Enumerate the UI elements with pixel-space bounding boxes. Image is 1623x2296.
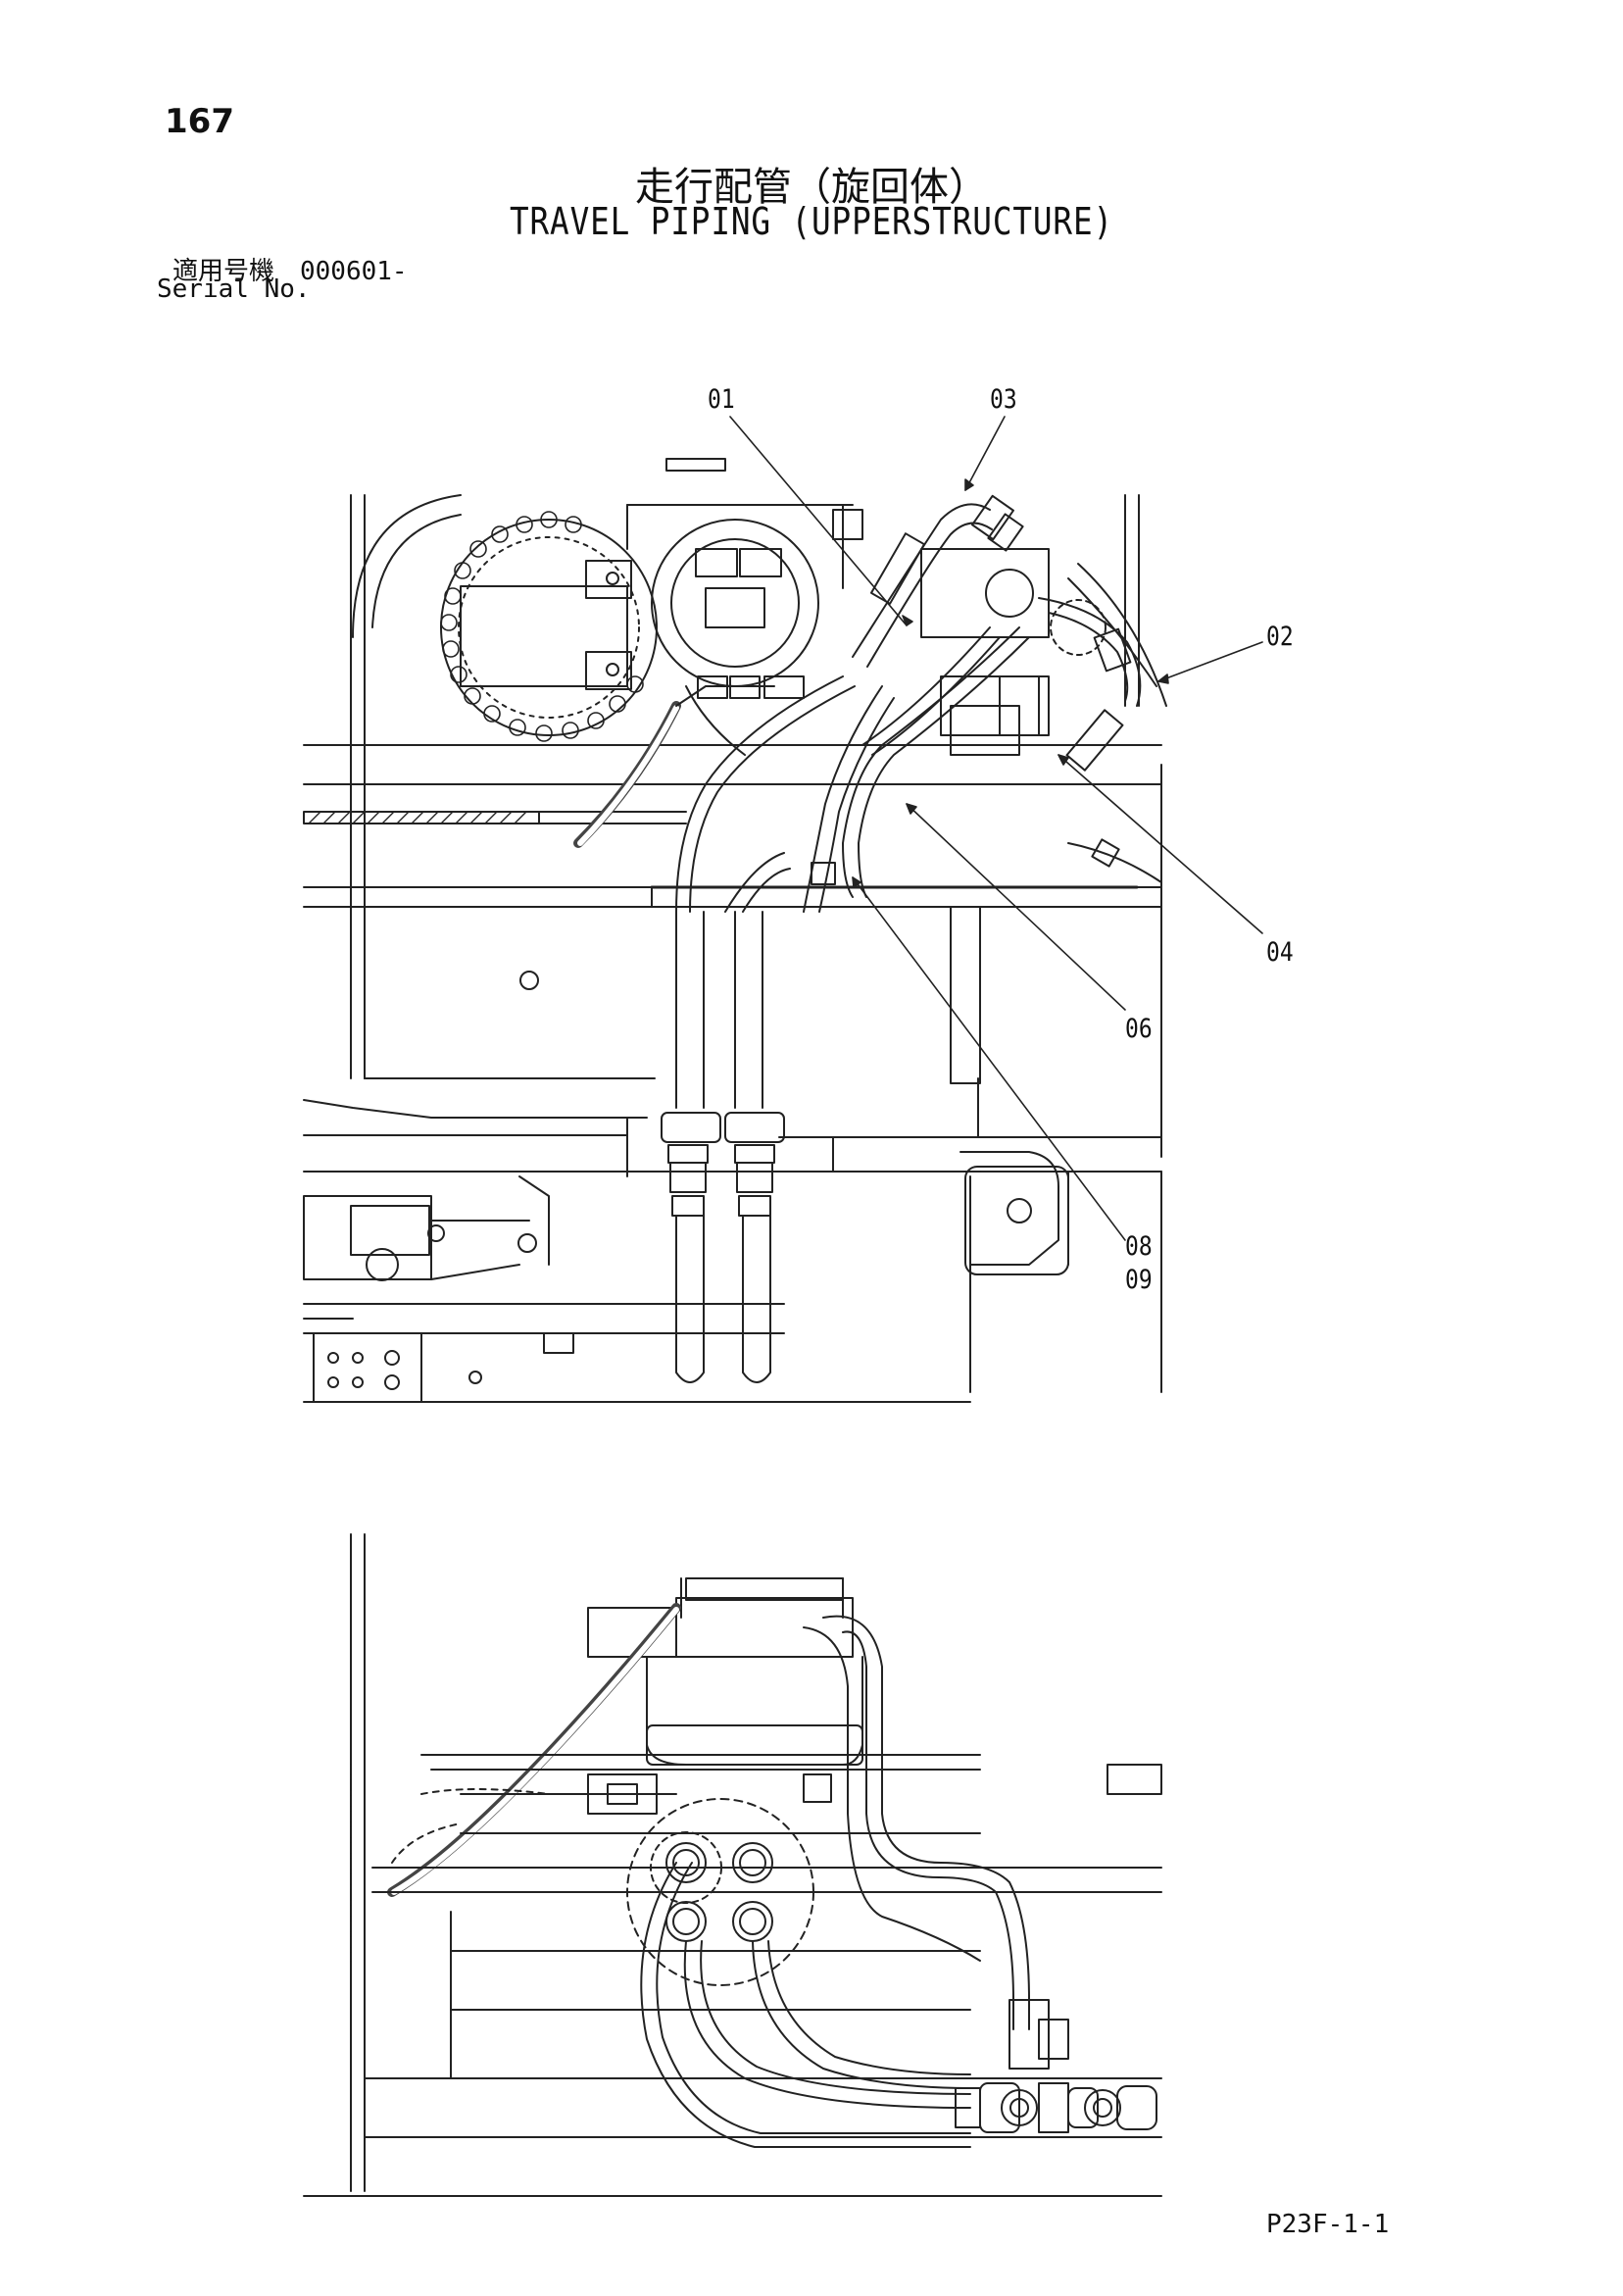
applicable-serial-japanese: 適用号機 000601-	[172, 257, 408, 286]
callout-08: 08	[1125, 1231, 1153, 1262]
callout-01: 01	[708, 384, 735, 415]
upper-view	[303, 458, 1167, 1403]
callout-06: 06	[1125, 1014, 1153, 1044]
serial-number-label: Serial No.	[157, 275, 311, 304]
callout-02: 02	[1266, 622, 1294, 652]
callout-04: 04	[1266, 937, 1294, 968]
page-title-english: TRAVEL PIPING (UPPERSTRUCTURE)	[509, 200, 1114, 243]
callout-leaders	[729, 416, 1263, 1241]
lower-view	[303, 1533, 1162, 2197]
callout-03: 03	[990, 384, 1017, 415]
page-number: 167	[165, 102, 234, 141]
page-title-japanese: 走行配管（旋回体）	[635, 165, 988, 210]
callout-09: 09	[1125, 1265, 1153, 1295]
page-code: P23F-1-1	[1266, 2210, 1390, 2239]
